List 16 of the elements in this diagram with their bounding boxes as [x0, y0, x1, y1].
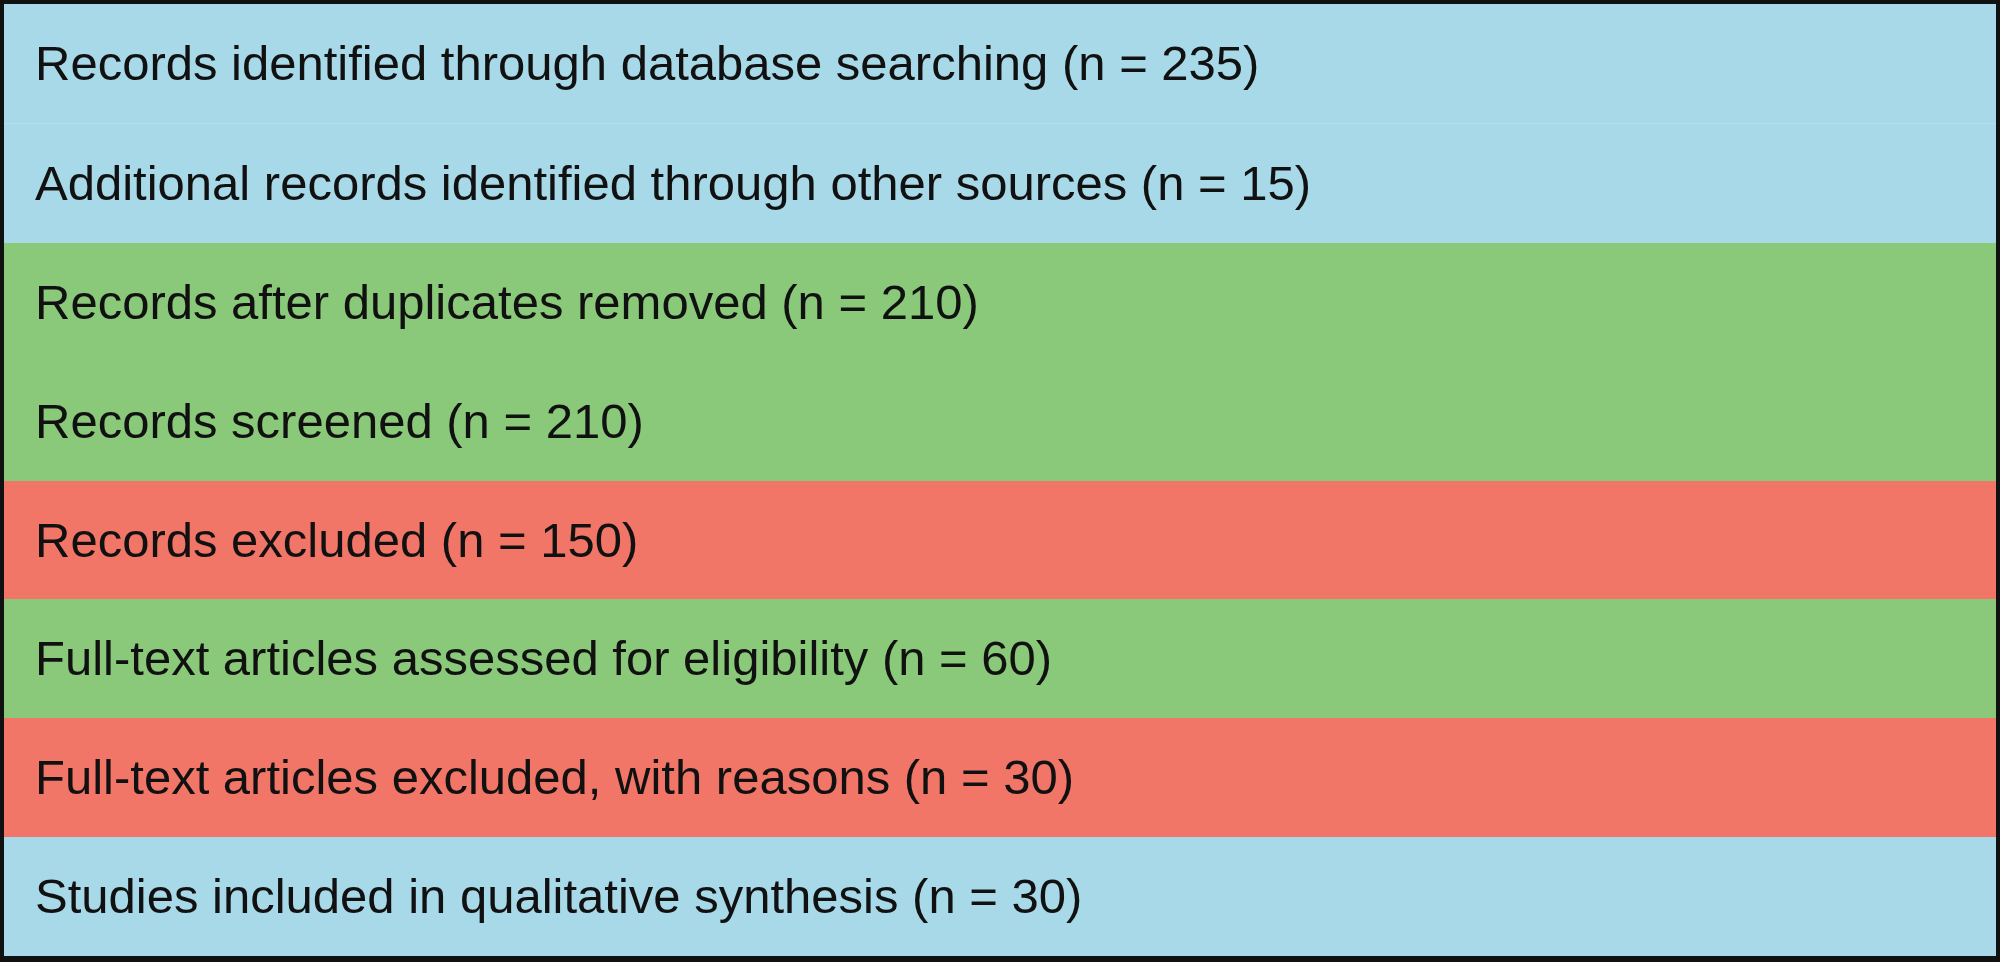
process-band [4, 361, 1996, 481]
process-band [4, 480, 1996, 600]
band-label: Records excluded (n = 150) [35, 511, 639, 569]
band-label: Full-text articles excluded, with reasons (n = 30) [35, 749, 1074, 807]
band-label: Records screened (n = 210) [35, 392, 644, 450]
band-label: Studies included in qualitative synthesis (n = 30) [35, 868, 1083, 926]
band-label: Additional records identified through other sources (n = 15) [35, 154, 1312, 212]
band-label: Records identified through database searching (n = 235) [35, 35, 1260, 93]
process-band [4, 242, 1996, 362]
band-label: Full-text articles assessed for eligibility (n = 60) [35, 630, 1053, 688]
process-band [4, 4, 1996, 123]
band-label: Records after duplicates removed (n = 210) [35, 273, 979, 331]
process-band [4, 718, 1996, 838]
process-band [4, 122, 1996, 243]
process-band [4, 599, 1996, 719]
process-band [4, 837, 1996, 956]
